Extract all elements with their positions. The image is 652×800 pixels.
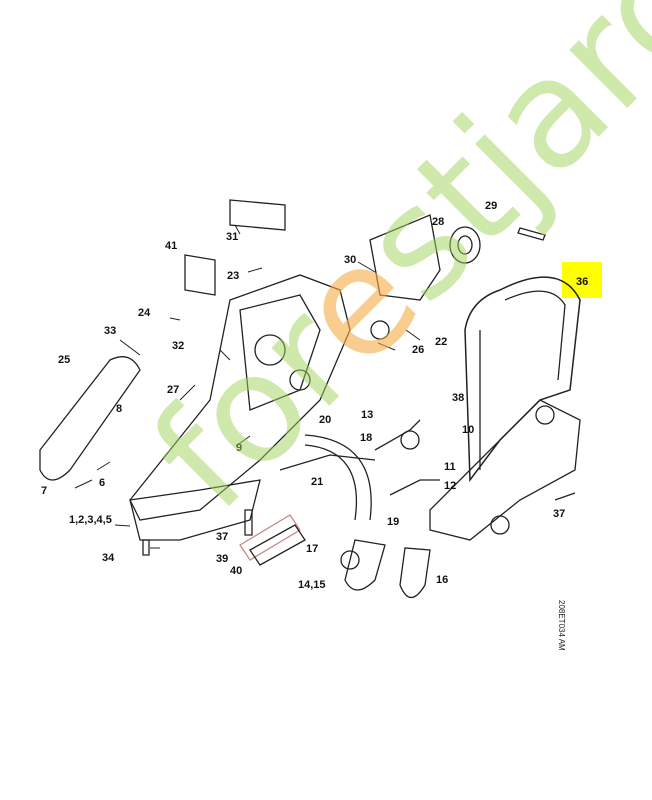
callout-12: 12	[444, 480, 457, 492]
callout-6: 6	[99, 477, 106, 489]
callout-22: 22	[435, 336, 448, 348]
callout-31: 31	[226, 231, 239, 243]
callout-26: 26	[412, 344, 425, 356]
handle-support	[429, 399, 581, 541]
callout-37: 37	[216, 531, 229, 543]
callout-29: 29	[485, 200, 498, 212]
callout-11: 11	[444, 461, 456, 473]
callout-38: 38	[452, 392, 465, 404]
highlight-part-36	[562, 262, 602, 298]
callout-40: 40	[230, 565, 243, 577]
callout-7: 7	[41, 485, 48, 497]
hand-guard	[39, 356, 141, 481]
callout-17: 17	[306, 543, 319, 555]
callout-20: 20	[319, 414, 332, 426]
fuel-tank	[129, 479, 261, 541]
callout-41: 41	[165, 240, 178, 252]
handlebar	[464, 276, 581, 483]
callout-33: 33	[104, 325, 117, 337]
callout-32: 32	[172, 340, 185, 352]
callout-24: 24	[138, 307, 151, 319]
callout-10: 10	[462, 424, 475, 436]
callout-1-5: 1,2,3,4,5	[69, 514, 112, 526]
callout-27: 27	[167, 384, 180, 396]
callout-37-right: 37	[553, 508, 566, 520]
callout-8: 8	[116, 403, 123, 415]
callout-9: 9	[236, 442, 243, 454]
callout-30: 30	[344, 254, 357, 266]
drawing-code: 208ET034 AM	[557, 600, 566, 651]
callout-25: 25	[58, 354, 71, 366]
callout-19: 19	[387, 516, 400, 528]
callout-16: 16	[436, 574, 449, 586]
cover	[369, 214, 441, 301]
callout-18: 18	[360, 432, 373, 444]
callout-13: 13	[361, 409, 374, 421]
callout-28: 28	[432, 216, 445, 228]
callout-23: 23	[227, 270, 240, 282]
callout-36: 36	[576, 276, 589, 288]
crankcase-housing	[129, 274, 351, 521]
callout-34: 34	[102, 552, 115, 564]
callout-14-15: 14,15	[298, 579, 326, 591]
callout-39: 39	[216, 553, 229, 565]
callout-21: 21	[311, 476, 324, 488]
